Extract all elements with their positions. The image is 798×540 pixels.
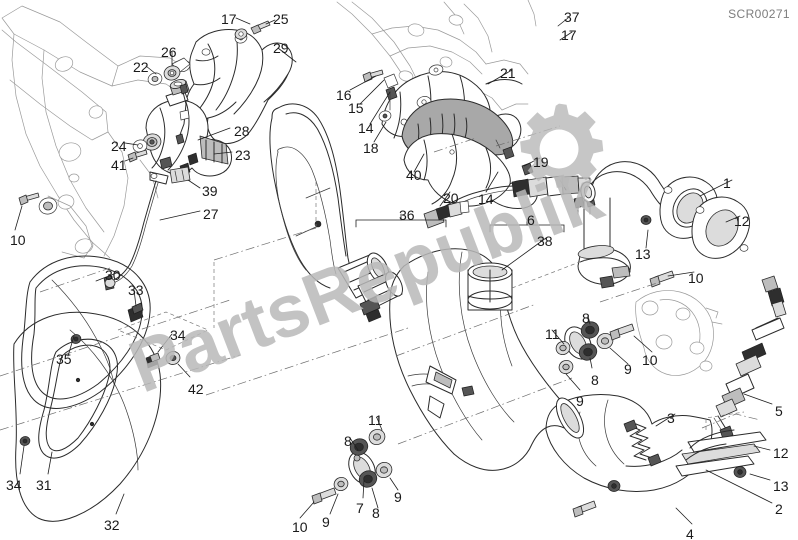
callout-34[interactable]: 34 — [6, 477, 22, 493]
callout-13[interactable]: 13 — [635, 246, 651, 262]
callout-12[interactable]: 12 — [734, 213, 750, 229]
diagram-code: SCR00271 — [728, 7, 790, 21]
callout-1[interactable]: 1 — [723, 175, 731, 191]
mount-cluster-left — [311, 428, 393, 505]
callout-31[interactable]: 31 — [36, 477, 52, 493]
leader-lines — [14, 17, 773, 525]
part-34-grommet-middle — [145, 352, 161, 369]
callout-32[interactable]: 32 — [104, 517, 120, 533]
callout-27[interactable]: 27 — [203, 206, 219, 222]
group-bracket-6 — [489, 218, 565, 233]
callout-20[interactable]: 20 — [443, 190, 459, 206]
callout-26[interactable]: 26 — [161, 44, 177, 60]
callout-39[interactable]: 39 — [202, 183, 218, 199]
part-25-bolt-and-17-washer — [234, 20, 271, 40]
callout-10[interactable]: 10 — [292, 519, 308, 535]
callout-15[interactable]: 15 — [348, 100, 364, 116]
callout-23[interactable]: 23 — [235, 147, 251, 163]
part-33-grommet — [127, 302, 144, 323]
ghost-frame-left — [1, 5, 189, 259]
callout-8[interactable]: 8 — [372, 505, 380, 521]
callout-25[interactable]: 25 — [273, 11, 289, 27]
callout-10[interactable]: 10 — [10, 232, 26, 248]
callout-8[interactable]: 8 — [582, 310, 590, 326]
part-42-washer — [165, 351, 181, 365]
callout-19[interactable]: 19 — [533, 154, 549, 170]
part-39-clip — [169, 166, 191, 184]
part-5-lambda-sensor-right — [713, 275, 787, 440]
callout-8[interactable]: 8 — [344, 433, 352, 449]
callout-18[interactable]: 18 — [363, 140, 379, 156]
callout-35[interactable]: 35 — [56, 351, 72, 367]
callout-12[interactable]: 12 — [773, 445, 789, 461]
callout-28[interactable]: 28 — [234, 123, 250, 139]
callout-9[interactable]: 9 — [394, 489, 402, 505]
callout-11[interactable]: 11 — [368, 412, 383, 428]
callout-22[interactable]: 22 — [133, 59, 149, 75]
callout-41[interactable]: 41 — [111, 157, 127, 173]
part-32-lower-cover — [13, 311, 162, 522]
part-34-grommet-left — [19, 436, 31, 446]
callout-17[interactable]: 17 — [221, 11, 237, 27]
callout-9[interactable]: 9 — [576, 393, 584, 409]
callout-3[interactable]: 3 — [667, 410, 675, 426]
callout-34[interactable]: 34 — [170, 327, 186, 343]
callout-29[interactable]: 29 — [273, 40, 289, 56]
parts-22-26-washers — [147, 65, 181, 86]
ghost-bracket-right — [635, 290, 723, 376]
part-28-rod — [175, 83, 190, 145]
callout-4[interactable]: 4 — [686, 526, 694, 540]
part-30-left-cover — [21, 255, 151, 409]
callout-33[interactable]: 33 — [128, 282, 144, 298]
callout-30[interactable]: 30 — [105, 267, 121, 283]
callout-24[interactable]: 24 — [111, 138, 127, 154]
part-41-bolt — [127, 149, 148, 163]
part-23-valve-assembly — [132, 79, 233, 185]
part-20-lower-shield — [403, 133, 538, 209]
callout-42[interactable]: 42 — [188, 381, 204, 397]
part-10-bolt-left — [18, 192, 58, 215]
callout-16[interactable]: 16 — [336, 87, 352, 103]
part-36-link-pipe-assembly — [269, 103, 403, 323]
callout-6[interactable]: 6 — [527, 212, 535, 228]
part-38-silencer-body — [389, 248, 571, 471]
callout-8[interactable]: 8 — [591, 372, 599, 388]
group-bracket-36 — [355, 213, 447, 228]
callout-10[interactable]: 10 — [688, 270, 704, 286]
part-2-tailpipe — [545, 393, 767, 518]
ghost-frame-right — [336, 0, 537, 111]
part-1-manifold-pipe — [577, 161, 751, 289]
callout-21[interactable]: 21 — [500, 65, 516, 81]
callout-36[interactable]: 36 — [399, 207, 415, 223]
callout-11[interactable]: 11 — [545, 326, 560, 342]
callout-5[interactable]: 5 — [775, 403, 783, 419]
callout-14[interactable]: 14 — [478, 191, 494, 207]
callout-17[interactable]: 17 — [561, 27, 577, 43]
callout-7[interactable]: 7 — [356, 500, 364, 516]
callout-9[interactable]: 9 — [322, 514, 330, 530]
callout-40[interactable]: 40 — [406, 167, 422, 183]
callout-14[interactable]: 14 — [358, 120, 374, 136]
callout-37[interactable]: 37 — [564, 9, 580, 25]
mount-cluster-right — [555, 270, 675, 375]
callout-13[interactable]: 13 — [773, 478, 789, 494]
part-27-cable — [103, 180, 159, 291]
callout-38[interactable]: 38 — [537, 233, 553, 249]
callout-10[interactable]: 10 — [642, 352, 658, 368]
callout-9[interactable]: 9 — [624, 361, 632, 377]
callout-2[interactable]: 2 — [775, 501, 783, 517]
